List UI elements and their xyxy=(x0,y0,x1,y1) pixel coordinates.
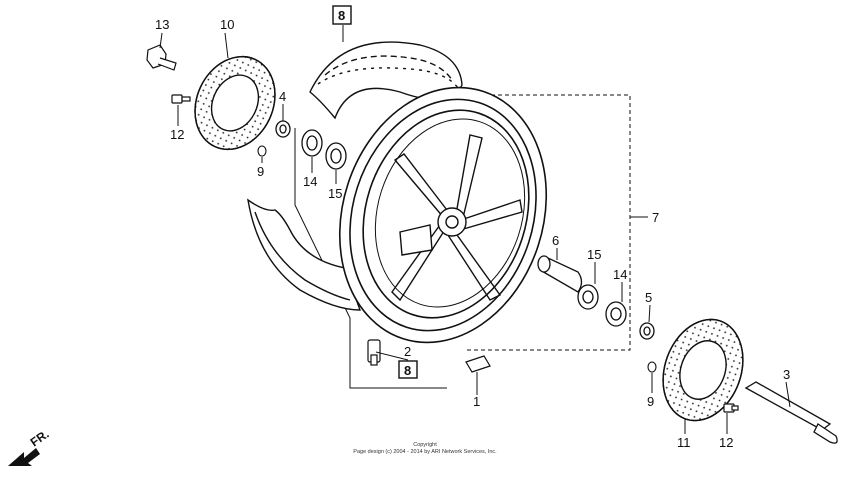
front-axle xyxy=(744,381,838,444)
callout-13[interactable]: 13 xyxy=(155,17,169,32)
washer-9-right xyxy=(647,361,657,373)
callout-8-bottom[interactable]: 8 xyxy=(404,363,411,378)
washer-9-left xyxy=(257,145,267,157)
distance-collar xyxy=(537,255,583,293)
callout-12-left[interactable]: 12 xyxy=(170,127,184,142)
callout-14-right[interactable]: 14 xyxy=(613,267,627,282)
dust-seal-4 xyxy=(275,120,291,138)
callout-4[interactable]: 4 xyxy=(279,89,286,104)
callout-5[interactable]: 5 xyxy=(645,290,652,305)
balance-weight xyxy=(465,355,491,373)
copyright-title: Copyright xyxy=(413,442,437,448)
callout-6[interactable]: 6 xyxy=(552,233,559,248)
assembly-bracket xyxy=(294,94,648,389)
bearing-15-left xyxy=(325,142,347,170)
bearing-14-right xyxy=(605,301,627,327)
flange-bolt-13 xyxy=(146,44,177,71)
leader-lines xyxy=(159,25,791,434)
callout-7[interactable]: 7 xyxy=(652,210,659,225)
tire-bottom xyxy=(247,198,361,311)
callout-14-left[interactable]: 14 xyxy=(303,174,317,189)
callout-11[interactable]: 11 xyxy=(677,435,691,450)
callout-1[interactable]: 1 xyxy=(473,394,480,409)
copyright-notice: Copyright Page design (c) 2004 - 2014 by… xyxy=(0,442,850,456)
callout-9-left[interactable]: 9 xyxy=(257,164,264,179)
callout-8-top[interactable]: 8 xyxy=(338,8,345,23)
callout-2[interactable]: 2 xyxy=(404,344,411,359)
bolt-12-right xyxy=(723,403,739,413)
callout-9-right[interactable]: 9 xyxy=(647,394,654,409)
brake-disc-right xyxy=(662,318,744,422)
dust-seal-5 xyxy=(639,322,655,340)
brake-disc-left xyxy=(194,55,276,151)
callout-15-left[interactable]: 15 xyxy=(328,186,342,201)
callout-15-right[interactable]: 15 xyxy=(587,247,601,262)
copyright-text: Page design (c) 2004 - 2014 by ARI Netwo… xyxy=(353,449,497,455)
bearing-14-left xyxy=(301,129,323,157)
wheel-spokes xyxy=(391,134,523,302)
valve-stem xyxy=(367,339,381,366)
bearing-15-right xyxy=(577,284,599,310)
callout-12-right[interactable]: 12 xyxy=(719,435,733,450)
bolt-12-left xyxy=(171,94,191,104)
callout-box-8-top xyxy=(332,5,352,25)
callout-3[interactable]: 3 xyxy=(783,367,790,382)
callout-box-8-bottom xyxy=(398,360,418,379)
callout-10[interactable]: 10 xyxy=(220,17,234,32)
